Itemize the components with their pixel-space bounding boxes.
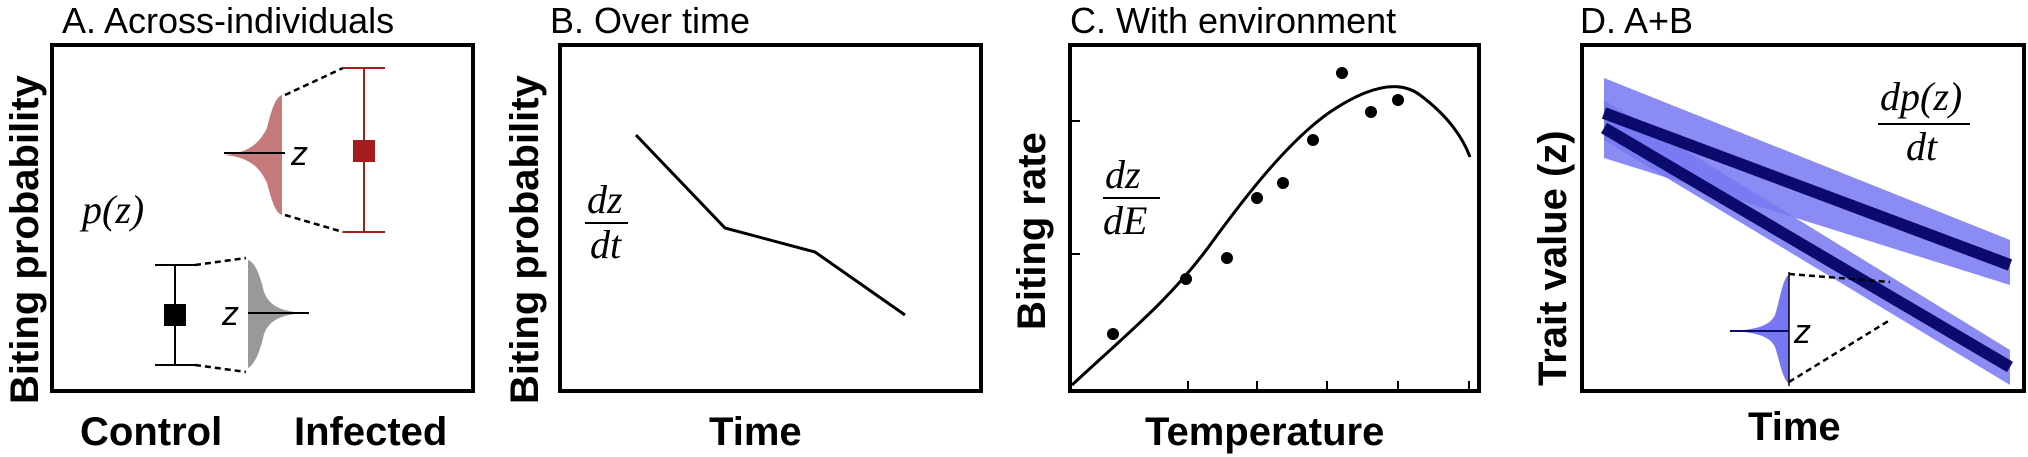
panel-b-title: B. Over time	[550, 0, 750, 41]
panel-c-ticks	[1072, 120, 1470, 389]
d-connector-top	[1788, 272, 1891, 284]
control-label: Control	[80, 410, 222, 454]
observations	[1107, 67, 1404, 340]
z-label-d: z	[1793, 313, 1811, 351]
panel-b-ylabel: Biting probability	[503, 74, 547, 404]
panel-d-frac-num: dp(z)	[1880, 74, 1962, 119]
infected-point	[353, 140, 375, 162]
panel-a-frame	[50, 43, 475, 393]
panel-c-xlabel: Temperature	[1145, 410, 1384, 454]
observation-point	[1251, 192, 1263, 204]
control-point	[164, 304, 186, 326]
infected-label: Infected	[294, 410, 447, 454]
observation-point	[1107, 328, 1119, 340]
panel-c-frame	[1068, 43, 1481, 393]
panel-b: B. Over time Biting probability dz dt Ti…	[503, 0, 983, 454]
temperature-response-curve	[1070, 85, 1472, 387]
panel-b-frac-num: dz	[587, 177, 623, 222]
trait-distribution	[1730, 274, 1789, 384]
observation-point	[1307, 134, 1319, 146]
panel-c-title: C. With environment	[1070, 0, 1396, 41]
infected-connector-top	[284, 66, 344, 97]
panel-d: D. A+B Trait value (z) z dp(z) dt Time	[1531, 0, 2026, 449]
z-label-infected: z	[290, 135, 308, 173]
panel-d-frac-den: dt	[1906, 124, 1938, 169]
z-label-control: z	[221, 295, 239, 333]
panel-c-frac-num: dz	[1105, 152, 1141, 197]
observation-point	[1180, 273, 1192, 285]
panel-d-title: D. A+B	[1580, 0, 1693, 41]
panel-d-xlabel: Time	[1748, 405, 1841, 449]
panel-a: A. Across-individuals Biting probability…	[3, 0, 475, 454]
infected-connector-bottom	[284, 213, 344, 234]
observation-point	[1221, 252, 1233, 264]
pz-label: p(z)	[79, 187, 144, 232]
panel-b-frac-den: dt	[590, 222, 622, 267]
panel-c-frac-den: dE	[1103, 198, 1147, 243]
panel-b-xlabel: Time	[709, 410, 802, 454]
panel-a-title: A. Across-individuals	[62, 0, 394, 41]
observation-point	[1277, 177, 1289, 189]
control-connector-top	[194, 256, 247, 267]
panel-d-ylabel: Trait value (z)	[1531, 130, 1575, 386]
upper-trend-line	[1601, 107, 2013, 271]
control-connector-bottom	[194, 363, 247, 374]
observation-point	[1365, 106, 1377, 118]
observation-point	[1392, 94, 1404, 106]
panel-a-ylabel: Biting probability	[3, 74, 47, 404]
lower-trend-line	[1600, 122, 2014, 373]
panel-c: C. With environment Biting rate dz dE	[1010, 0, 1481, 454]
panel-d-frame	[1580, 43, 2026, 393]
observation-point	[1336, 67, 1348, 79]
infected-distribution	[224, 95, 282, 215]
biting-over-time-line	[634, 133, 906, 317]
panel-b-frame	[558, 43, 983, 393]
panel-c-ylabel: Biting rate	[1010, 132, 1054, 330]
